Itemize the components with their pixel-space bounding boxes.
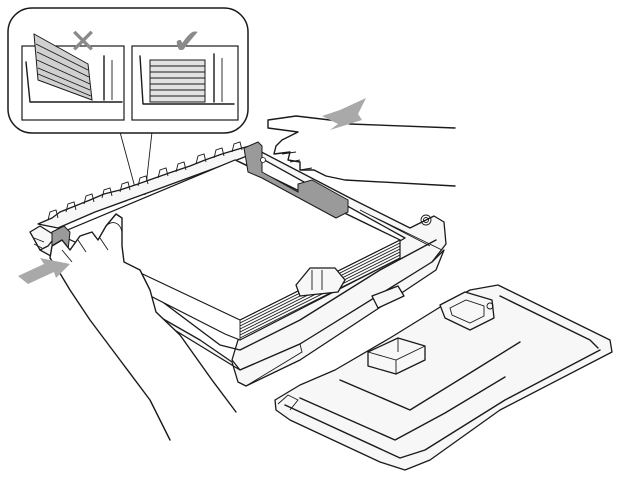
right-hand [267, 115, 456, 187]
tray-back-wall [37, 145, 257, 229]
check-mark-icon: ✔ [173, 22, 202, 62]
tray-front-handle [371, 285, 405, 309]
incorrect-tray-edge [25, 61, 123, 103]
inset-panel-correct: ✔ [131, 22, 239, 121]
aligned-paper-stack [149, 59, 206, 103]
extension-grip-tab [439, 291, 495, 331]
front-paper-guide [295, 267, 346, 297]
cross-mark-icon: ✕ [69, 22, 98, 62]
tray-extension-panel [274, 284, 613, 471]
misaligned-paper-stack [33, 33, 93, 101]
correct-tray-edge [139, 55, 235, 105]
inset-panel-incorrect: ✕ [21, 22, 125, 121]
left-hand [49, 213, 237, 441]
push-arrow-icon [18, 98, 366, 284]
push-arrow-left-guide [18, 258, 70, 284]
side-paper-guide [243, 141, 349, 219]
push-arrow-right-guide [322, 98, 366, 130]
inset-leader-left [119, 131, 138, 196]
paper-loading-inset: ✕ ✔ [7, 7, 249, 196]
